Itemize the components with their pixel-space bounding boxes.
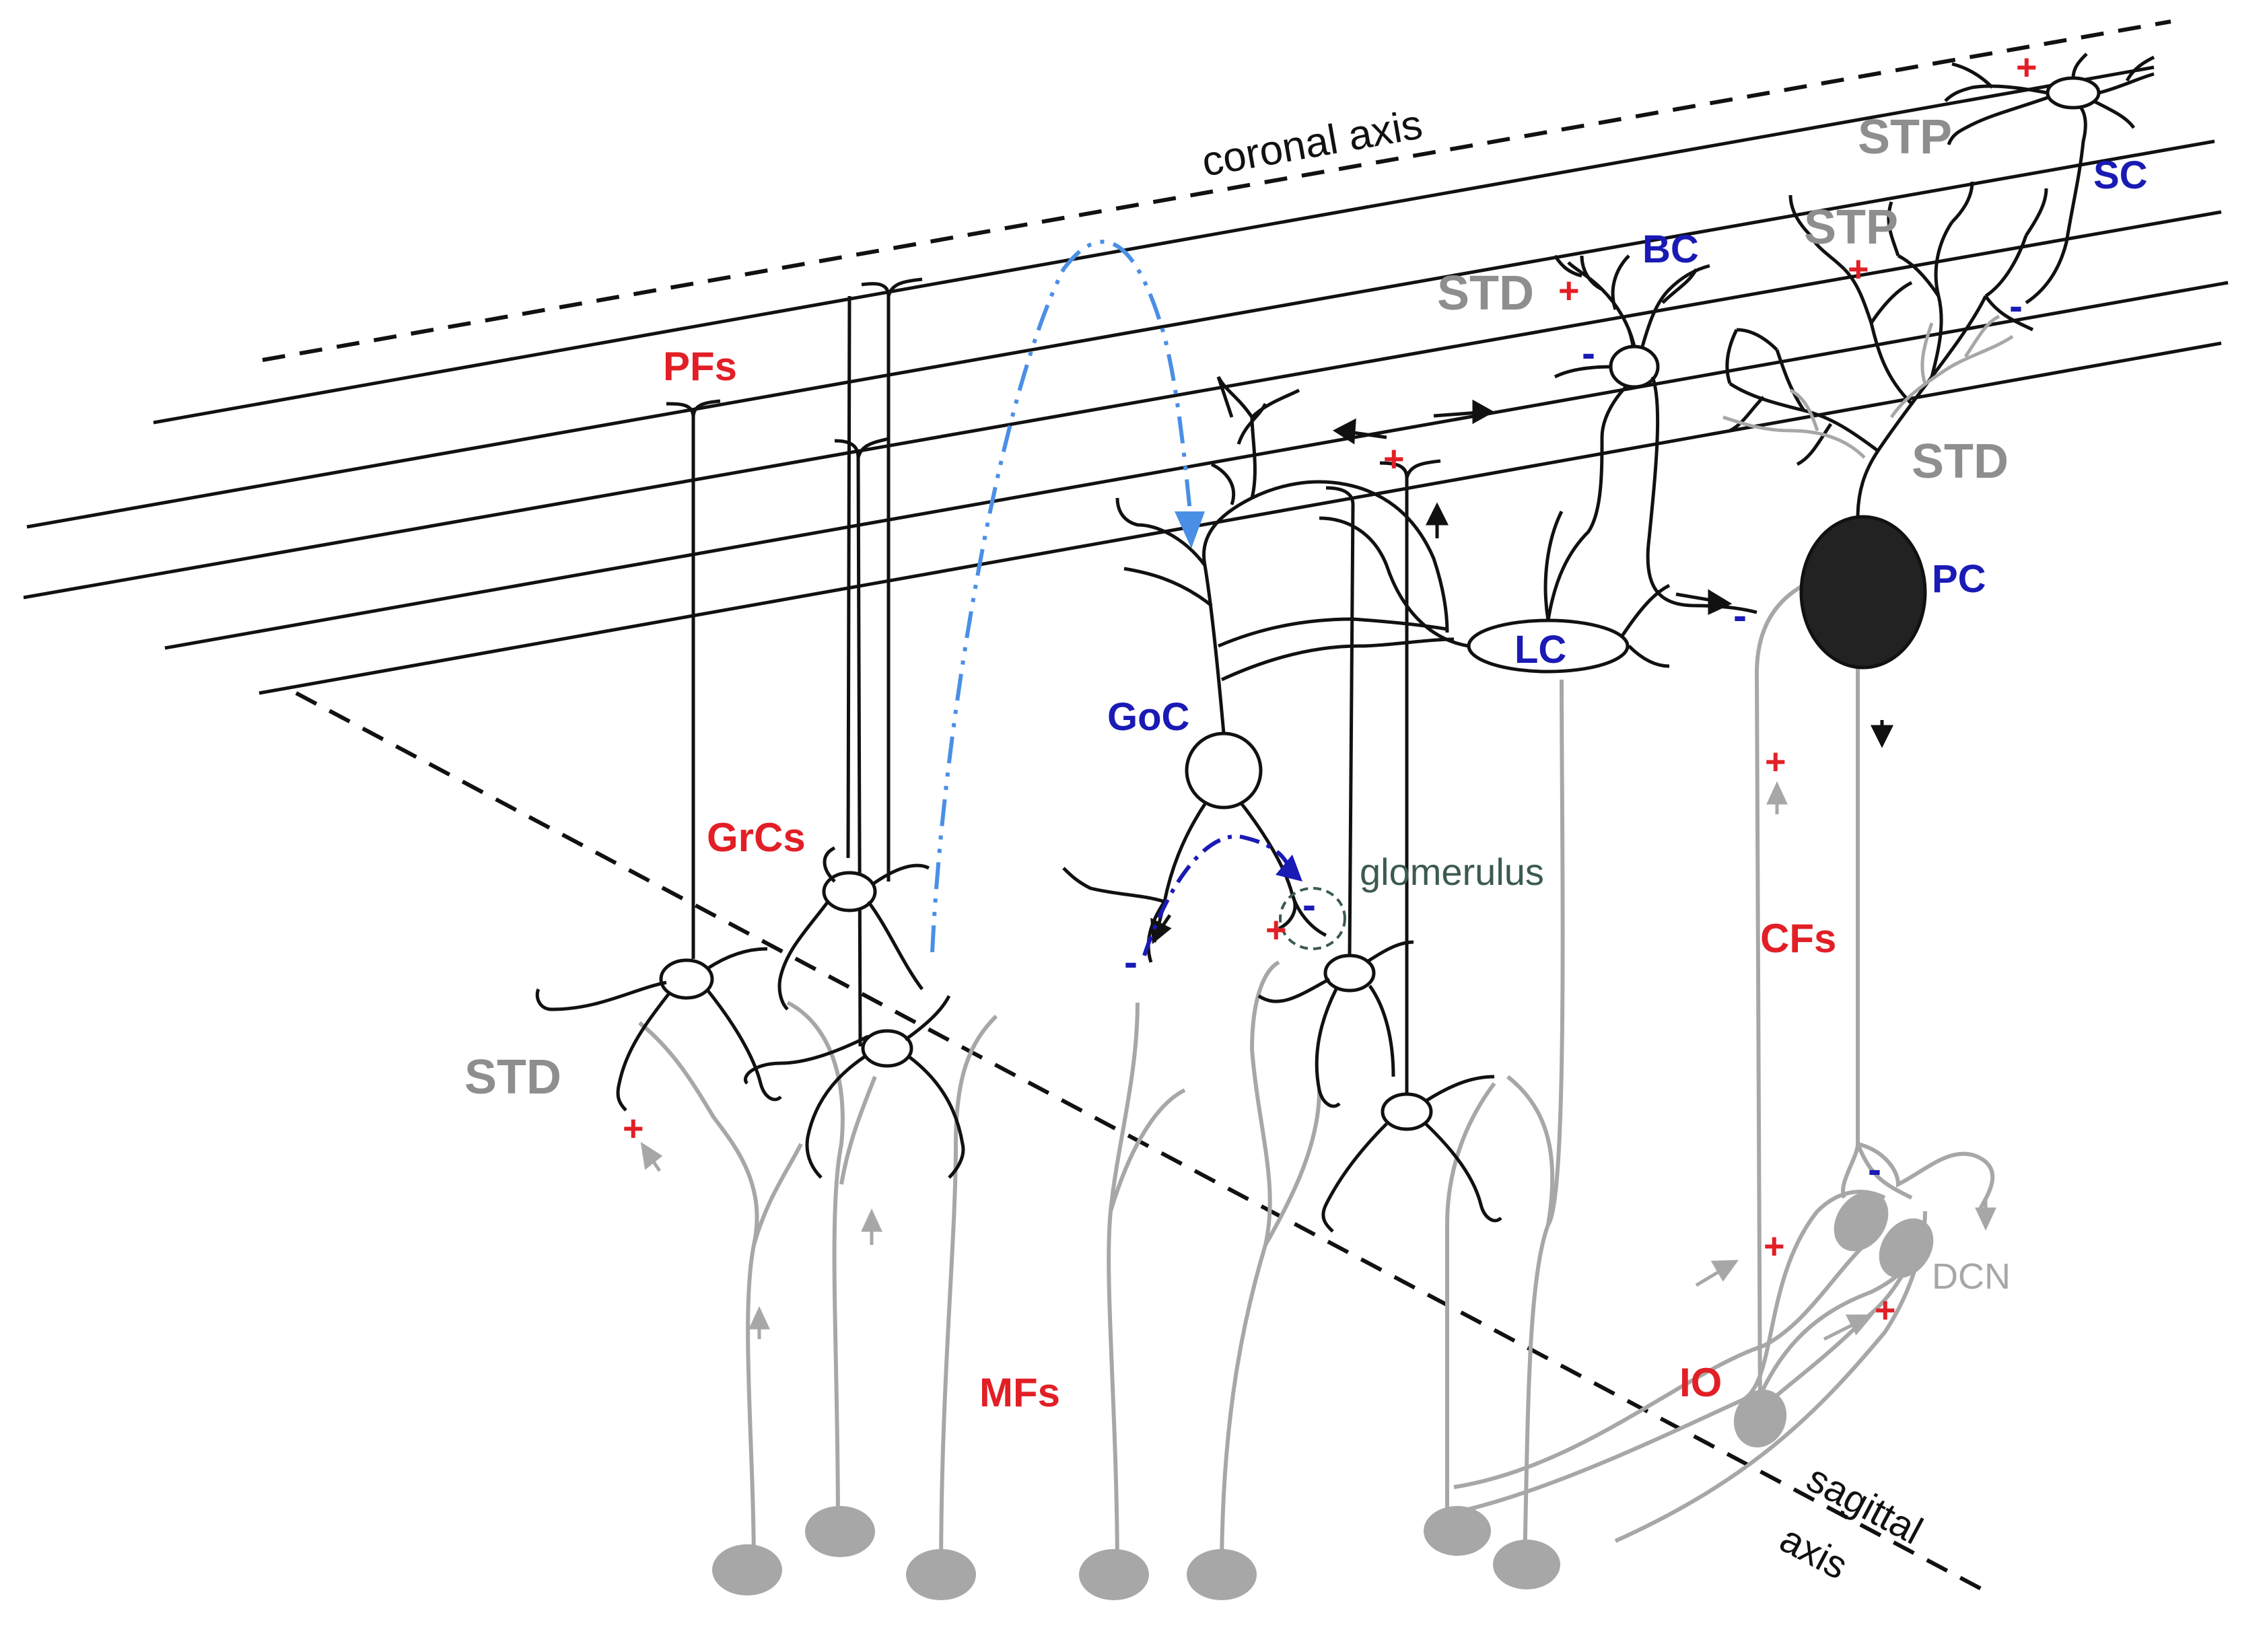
gray-somata: [712, 1191, 1934, 1600]
light-blue-feedback-arc: [930, 240, 1193, 953]
std-pc-label: STD: [1912, 435, 2009, 489]
mf-soma-1: [712, 1544, 782, 1595]
sagittal-axis-line: [295, 691, 1994, 1597]
minus-sign: -: [2009, 283, 2023, 328]
pc-soma: [1799, 515, 1927, 670]
io-label: IO: [1679, 1360, 1722, 1405]
molecular-layer-lines: [23, 65, 2229, 695]
sc-soma: [2046, 76, 2101, 110]
black-arrows: [1150, 399, 1894, 945]
goc-label: GoC: [1107, 695, 1189, 739]
light-blue-arrowhead: [1175, 511, 1205, 548]
mf-soma-2: [805, 1506, 875, 1557]
dcn-soma-1: [1834, 1191, 1889, 1252]
pfs-label: PFs: [663, 344, 737, 389]
mf-soma-7: [1493, 1540, 1560, 1589]
bc-soma: [1609, 345, 1660, 389]
cfs-label: CFs: [1760, 916, 1836, 961]
pc-label: PC: [1932, 557, 1986, 601]
glomerulus-label: glomerulus: [1360, 851, 1544, 893]
plus-sign: +: [1558, 271, 1580, 311]
minus-sign: -: [1124, 939, 1138, 984]
std-grc-label: STD: [464, 1050, 561, 1104]
axes: [262, 20, 2171, 1597]
bc-label: BC: [1642, 227, 1699, 271]
sc-label: SC: [2093, 153, 2148, 197]
plus-sign: +: [1764, 1226, 1785, 1266]
glomerulus-outline: [1279, 887, 1346, 950]
std-bc-label: STD: [1437, 266, 1534, 320]
minus-sign: -: [1302, 882, 1316, 927]
mf-soma-5: [1187, 1549, 1257, 1600]
mf-soma-4: [1079, 1549, 1149, 1600]
lugaro-cell: [1319, 329, 1671, 674]
grc-soma-2: [822, 871, 877, 912]
gray-arrows: [640, 781, 1996, 1341]
plus-sign: +: [2016, 47, 2037, 87]
mossy-fibers: [638, 679, 1565, 1575]
mf-soma-6: [1424, 1506, 1491, 1556]
dark-blue-arrowhead: [1276, 855, 1302, 882]
mf-soma-3: [906, 1549, 976, 1600]
io-soma: [1733, 1390, 1787, 1447]
dark-blue-feedback-arc: [1142, 834, 1294, 956]
plus-sign: +: [623, 1108, 644, 1149]
minus-sign: -: [1733, 593, 1747, 638]
stp-mid-label: STP: [1804, 201, 1898, 254]
plus-sign: +: [1265, 910, 1287, 950]
lc-label: LC: [1514, 628, 1566, 672]
dcn-label: DCN: [1932, 1256, 2011, 1297]
plus-sign: +: [1848, 249, 1869, 289]
dcn-soma-2: [1879, 1218, 1934, 1279]
purkinje-cell: [1722, 181, 2048, 670]
grcs-label: GrCs: [707, 815, 806, 860]
golgi-cell: [1062, 375, 1455, 963]
plus-sign: +: [1875, 1290, 1896, 1330]
stellate-cell: [1944, 52, 2155, 305]
minus-sign: -: [1868, 1147, 1881, 1192]
granule-cells: [535, 277, 1502, 1233]
plus-sign: +: [1765, 742, 1786, 782]
synapse-signs: + + + + + + + + + - - - - - -: [623, 47, 2037, 1330]
grc-soma-4: [1381, 1092, 1433, 1131]
basket-cell: [1553, 254, 1757, 614]
stp-top-label: STP: [1858, 110, 1952, 164]
axis-label: axis: [1773, 1517, 1855, 1588]
grc-soma-1: [659, 958, 714, 1000]
coronal-axis-line: [262, 20, 2171, 362]
goc-soma: [1185, 731, 1263, 810]
mfs-label: MFs: [979, 1370, 1060, 1415]
grc-soma-3: [861, 1029, 913, 1068]
minus-sign: -: [1582, 330, 1595, 375]
plus-sign: +: [1383, 439, 1405, 479]
